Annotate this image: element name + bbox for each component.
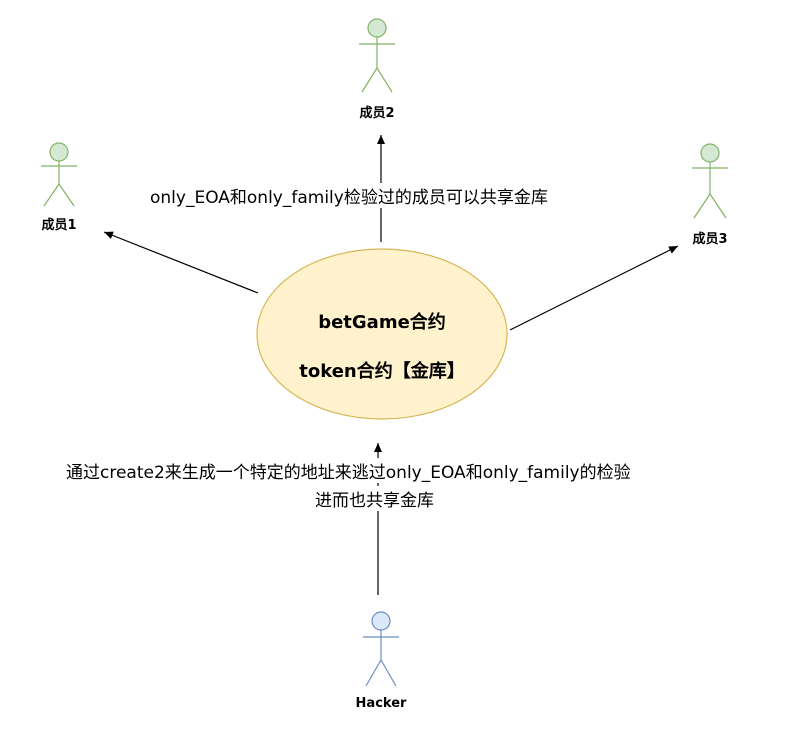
member3-label: 成员3 [692,232,728,247]
top-edge-label-text: only_EOA和only_family检验过的成员可以共享金库 [150,188,548,208]
member2-label: 成员2 [359,106,395,121]
member2-actor-icon [359,18,395,93]
hacker-actor-icon [363,611,399,687]
bottom-edge-label-line2: 进而也共享金库 [315,486,434,511]
arrow-to-member3 [509,245,679,331]
arrow-to-member1 [103,231,259,294]
bottom-edge-label-line1: 通过create2来生成一个特定的地址来逃过only_EOA和only_fami… [66,458,631,483]
member1-actor-icon [41,142,77,207]
member1-label: 成员1 [41,218,77,233]
contract-vault-node[interactable] [256,248,508,420]
node-line-token-vault: token合约【金库】 [299,361,465,382]
top-edge-label: only_EOA和only_family检验过的成员可以共享金库 [150,183,548,208]
node-line-betgame: betGame合约 [318,312,446,333]
member3-actor-icon [692,143,728,219]
hacker-label: Hacker [355,696,407,711]
